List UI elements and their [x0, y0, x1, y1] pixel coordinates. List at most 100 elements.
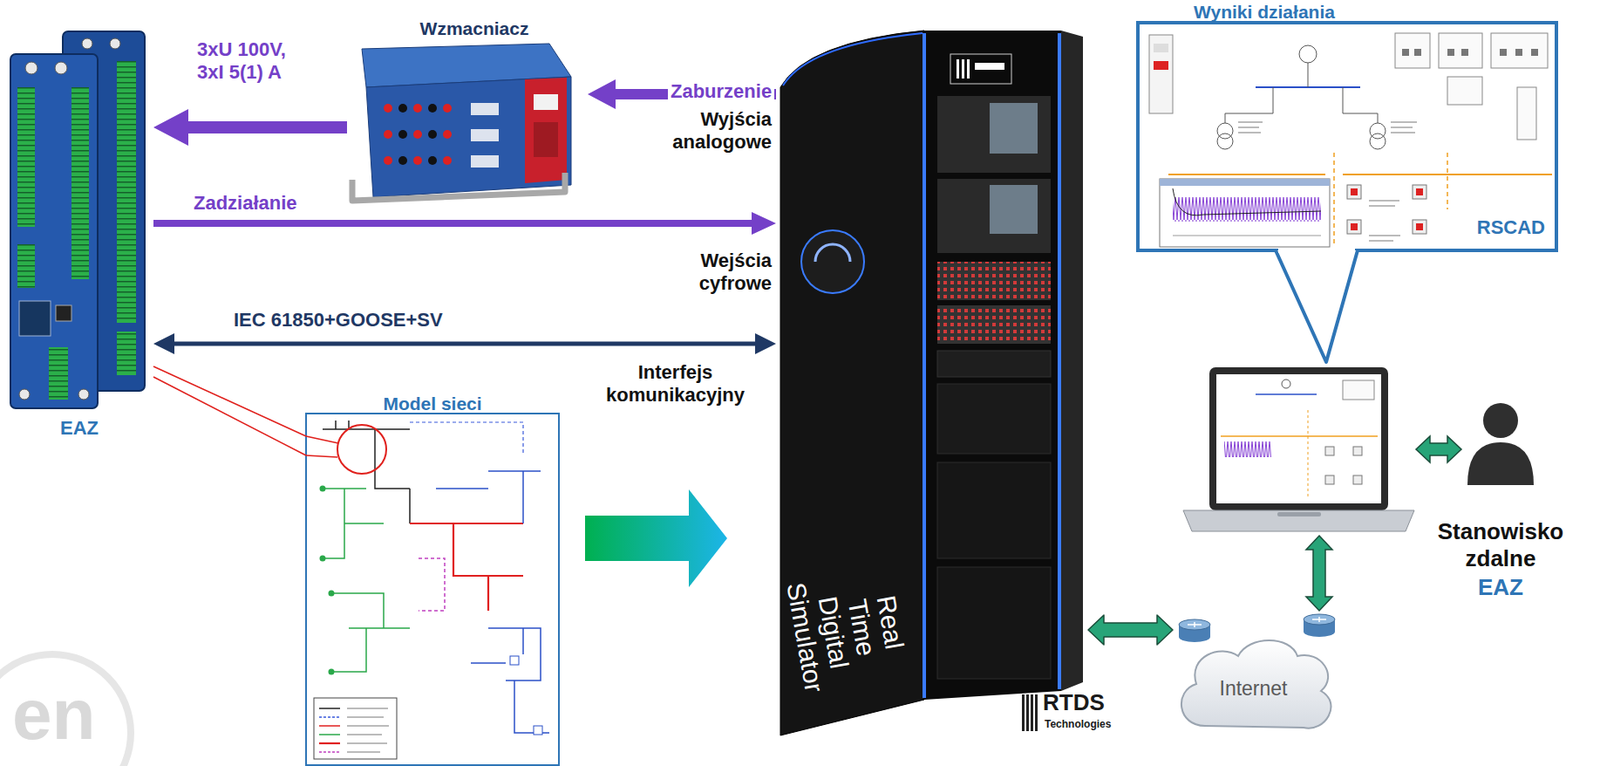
- network-model-drawing-part: [328, 590, 335, 597]
- simulator-box: Real Time Digital Simulator: [776, 27, 1083, 736]
- amplifier-device-part: [442, 129, 452, 139]
- simulator-cabinet-part: [815, 244, 851, 262]
- laptop-part: [1353, 475, 1362, 484]
- network-model-drawing-part: [313, 697, 397, 759]
- rscad-screenshot-part: [1369, 133, 1386, 150]
- rscad-screenshot-part: [1491, 33, 1548, 69]
- rscad-screenshot-part: [1299, 45, 1317, 63]
- signal-arrow: [153, 108, 348, 146]
- node-text: EAZ: [1426, 573, 1575, 601]
- simulator-cabinet-part: [937, 383, 1051, 454]
- rscad-screenshot-part: [1461, 48, 1469, 56]
- network-model-drawing: [306, 413, 559, 765]
- simulator-cabinet-part: [924, 30, 1062, 700]
- edge-label: Zaburzenie: [667, 80, 775, 103]
- rscad-screenshot: [1137, 22, 1557, 362]
- network-model-drawing-part: [510, 655, 519, 665]
- simulator-cabinet-part: [937, 95, 1051, 173]
- cloud-and-routers-part: [1178, 619, 1211, 630]
- rscad-screenshot-part: [1238, 122, 1417, 133]
- amplifier-device-part: [413, 103, 423, 113]
- rscad-screenshot-part: [1275, 250, 1358, 362]
- simulator-cabinet-part: [1057, 33, 1062, 689]
- simulator-cabinet-part: [989, 102, 1038, 154]
- network-model-drawing-part: [337, 424, 387, 474]
- amplifier-device-part: [524, 77, 567, 184]
- rscad-screenshot-part: [1217, 122, 1233, 139]
- relay-box: EAZ: [8, 26, 154, 443]
- relay-device-part: [48, 347, 69, 400]
- relay-device-part: [25, 61, 38, 75]
- link-arrows-part: [1306, 535, 1333, 611]
- network-model-drawing-part: [533, 725, 543, 735]
- rscad-screenshot-part: [1402, 48, 1410, 56]
- rscad-screenshot-part: [1517, 87, 1537, 140]
- amplifier-device-part: [442, 103, 452, 113]
- relay-device-part: [109, 38, 121, 49]
- amplifier-device-part: [470, 102, 499, 116]
- logo-bars-part: [1026, 694, 1029, 731]
- simulator-cabinet-part: [1061, 30, 1083, 691]
- amplifier-device-part: [533, 122, 559, 157]
- laptop-part: [1224, 441, 1272, 457]
- model-arrow: [585, 489, 728, 587]
- cloud-and-routers-part: [1312, 616, 1327, 622]
- logo-bars-part: [1021, 694, 1025, 731]
- laptop-part: [1277, 511, 1321, 517]
- laptop-part: [1307, 409, 1309, 498]
- network-model-drawing-part: [320, 555, 327, 562]
- rscad-screenshot-part: [1307, 62, 1309, 88]
- amplifier-device-part: [383, 129, 393, 139]
- relay-device-part: [116, 331, 137, 375]
- comm-arrow: [153, 333, 777, 355]
- edge-label: 3xU 100V, 3xI 5(1) A: [197, 38, 304, 85]
- rscad-screenshot-part: [1333, 152, 1335, 247]
- network-model-drawing-part: [409, 422, 524, 454]
- simulator-cabinet-part: [780, 30, 925, 736]
- rscad-screenshot-part: [1159, 178, 1330, 186]
- relay-device-part: [19, 388, 30, 400]
- simulator-cabinet-part: [966, 59, 970, 79]
- person-icon-part: [1483, 402, 1519, 438]
- amplifier-device-part: [352, 172, 566, 201]
- rscad-screenshot-part: [1416, 188, 1423, 196]
- simulator-cabinet-part: [956, 59, 960, 79]
- results-panel: Wyniki działaniaRSCAD: [1133, 0, 1561, 255]
- network-model-drawing-part: [328, 668, 335, 675]
- simulator-cabinet-part: [961, 59, 965, 79]
- port-caption: Interfejs komunikacyjny: [585, 360, 765, 408]
- relay-device-part: [19, 300, 51, 336]
- network-model-drawing-part: [319, 707, 341, 709]
- rscad-screenshot-part: [1531, 48, 1539, 56]
- simulator-cabinet-part: [937, 178, 1051, 253]
- network-arrow: [1088, 614, 1173, 645]
- cloud-and-routers: [1178, 613, 1335, 729]
- laptop-part: [1281, 379, 1291, 389]
- relay-device-part: [10, 54, 98, 409]
- network-model-drawing-part: [347, 708, 389, 752]
- simulator-cabinet-part: [989, 184, 1038, 234]
- rscad-screenshot-part: [1149, 34, 1173, 114]
- rscad-screenshot-part: [1217, 133, 1233, 150]
- signal-arrow: [587, 79, 777, 109]
- amplifier-device-part: [413, 156, 423, 165]
- simulator-cabinet-part: [937, 305, 1051, 344]
- network-model-drawing-part: [322, 488, 410, 672]
- network-model-drawing-part: [306, 413, 559, 765]
- network-model-drawing-part: [306, 435, 339, 457]
- watermark-ring-part: [0, 653, 131, 766]
- port-caption: Wyjścia analogowe: [660, 108, 772, 155]
- simulator-cabinet-part: [801, 230, 865, 293]
- person-icon-part: [1467, 442, 1534, 485]
- cloud-and-routers-part: [1303, 613, 1335, 625]
- rscad-screenshot-part: [1499, 48, 1507, 56]
- rscad-screenshot-part: [1278, 247, 1355, 253]
- node-text: RSCAD: [1468, 216, 1546, 239]
- laptop-part: [1342, 380, 1375, 400]
- relay-device-part: [81, 38, 93, 49]
- rscad-screenshot-part: [1350, 223, 1358, 231]
- rscad-screenshot-part: [1168, 173, 1326, 176]
- node-text: Stanowisko zdalne: [1426, 517, 1575, 572]
- rscad-screenshot-part: [1172, 235, 1321, 237]
